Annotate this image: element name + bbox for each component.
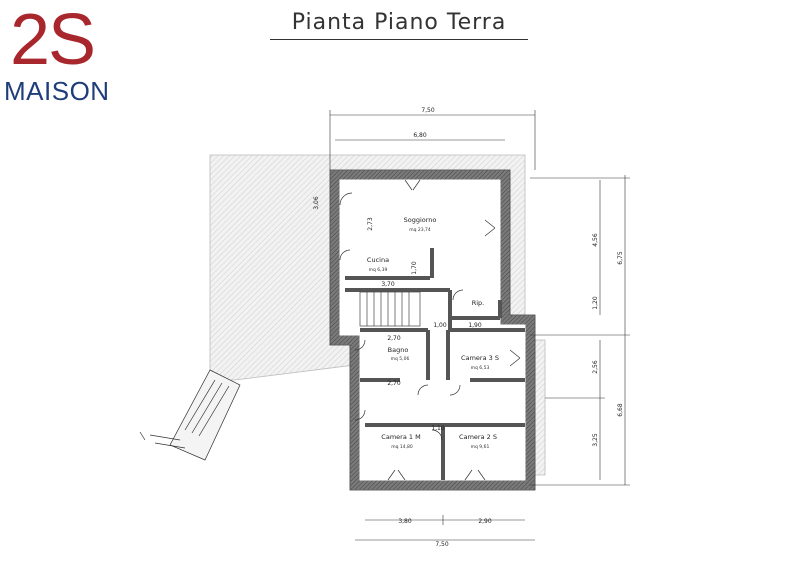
dim-bagno-top: 2,70 xyxy=(387,335,401,342)
doors xyxy=(339,179,521,481)
room-camera2-name: Camera 2 S xyxy=(459,433,497,441)
dim-cucina-side: 1,70 xyxy=(411,261,418,275)
dimension-lines xyxy=(329,110,630,541)
house-interior xyxy=(335,175,530,485)
dim-bottom-left: 3,80 xyxy=(398,518,412,525)
interior-walls xyxy=(345,248,525,480)
brand-logo: 2S MAISON xyxy=(4,2,114,106)
dim-top-overall: 7,50 xyxy=(421,107,435,114)
plan-title: Pianta Piano Terra xyxy=(270,10,528,40)
dim-mid-1: 1,00 xyxy=(433,322,447,329)
room-rip-name: Rip. xyxy=(472,299,485,307)
logo-mark-text: 2S xyxy=(10,0,96,80)
dim-bagno-bottom: 2,70 xyxy=(387,380,401,387)
dim-right-d: 3,25 xyxy=(592,433,599,447)
dim-cucina-width: 3,70 xyxy=(381,281,395,288)
dim-right-b: 1,20 xyxy=(592,296,599,310)
room-soggiorno-name: Soggiorno xyxy=(404,216,437,224)
room-camera2-area: mq 9,61 xyxy=(471,444,490,450)
room-camera3-area: mq 6,53 xyxy=(471,365,490,371)
dim-top-inner: 6,80 xyxy=(413,132,427,139)
logo-wordmark: MAISON xyxy=(4,76,110,106)
dim-right-a: 4,56 xyxy=(592,233,599,247)
dim-cucina-height: 2,73 xyxy=(367,217,374,231)
external-stair xyxy=(139,369,241,461)
dim-right-c: 2,56 xyxy=(592,360,599,374)
logo-mark: 2S xyxy=(10,0,96,80)
interior-stairs xyxy=(359,291,421,327)
dim-bottom-right: 2,90 xyxy=(478,518,492,525)
room-camera1-name: Camera 1 M xyxy=(381,433,420,441)
outer-wall-outline xyxy=(329,169,536,491)
room-bagno-area: mq 5,06 xyxy=(391,356,410,362)
dim-bottom-overall: 7,50 xyxy=(435,541,449,548)
room-camera1-area: mq 14,80 xyxy=(391,444,413,450)
dim-mid-2: 1,90 xyxy=(468,322,482,329)
dim-left-side: 3,06 xyxy=(313,196,320,210)
dim-right-total-bottom: 6,68 xyxy=(617,403,624,417)
room-bagno-name: Bagno xyxy=(388,346,409,354)
room-cucina-area: mq 6,39 xyxy=(369,267,388,273)
dim-right-total-top: 6,75 xyxy=(617,251,624,265)
dim-corridor: 1,10 xyxy=(431,425,445,432)
room-camera3-name: Camera 3 S xyxy=(461,354,499,362)
room-cucina-name: Cucina xyxy=(367,256,389,264)
room-soggiorno-area: mq 23,74 xyxy=(409,227,431,233)
